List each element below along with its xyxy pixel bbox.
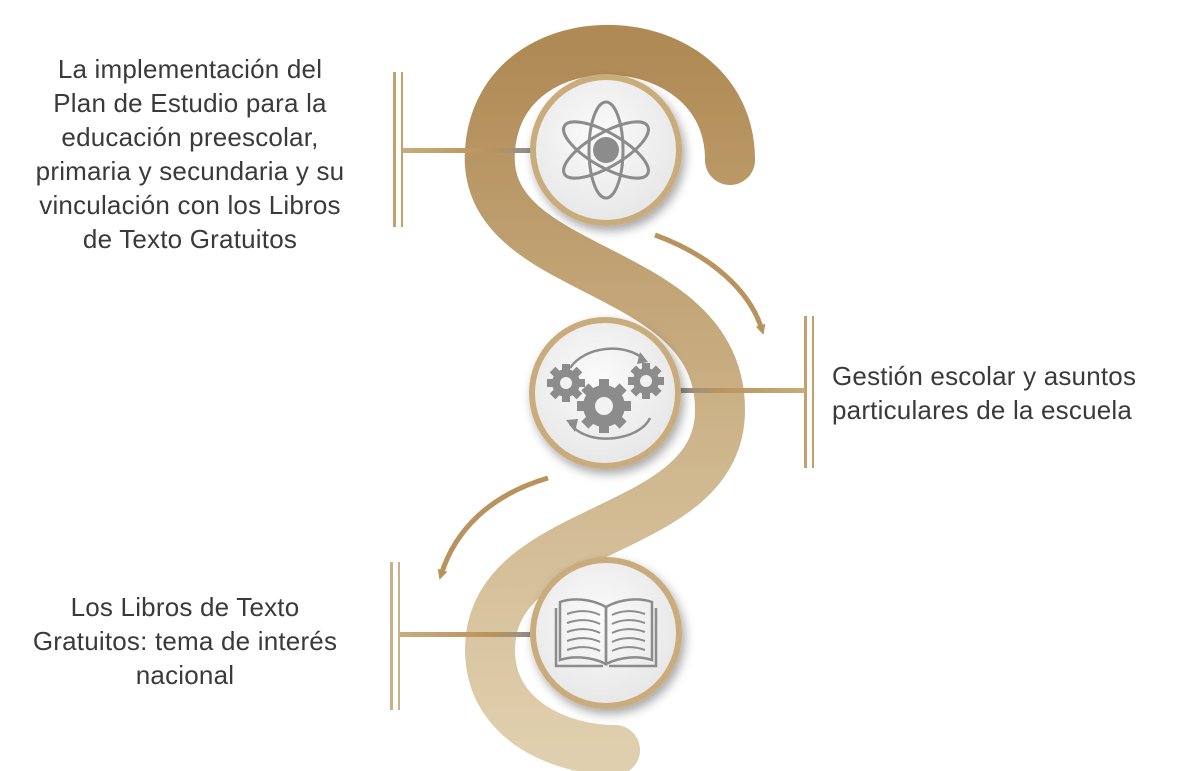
item-1-line: primaria y secundaria y su [35, 156, 345, 186]
atom-icon [562, 100, 650, 200]
item-1-line: La implementación del [57, 54, 323, 84]
item-1-line: educación preescolar, [61, 122, 319, 152]
item-3-line: Gratuitos: tema de interés [32, 626, 338, 656]
item-3-label: Los Libros de Texto Gratuitos: tema de i… [0, 590, 370, 692]
item-1-line: Plan de Estudio para la [53, 88, 327, 118]
connector-2 [680, 316, 814, 468]
connector-1 [393, 72, 531, 227]
open-book-icon [554, 598, 658, 668]
arrow-down-left [437, 475, 549, 580]
s-curve-band [464, 24, 755, 771]
item-1-line: vinculación con los Libros [39, 190, 341, 220]
item-3-line: Los Libros de Texto [70, 592, 300, 622]
item-3-line: nacional [135, 660, 235, 690]
connector-3 [390, 562, 532, 710]
item-1-label: La implementación del Plan de Estudio pa… [0, 52, 380, 256]
item-2-label: Gestión escolar y asuntos particulares d… [832, 359, 1186, 427]
item-2-line: particulares de la escuela [832, 395, 1133, 425]
gears-icon [547, 347, 664, 440]
item-1-line: de Texto Gratuitos [82, 224, 298, 254]
arrow-down-right [654, 232, 766, 335]
item-2-line: Gestión escolar y asuntos [832, 361, 1137, 391]
